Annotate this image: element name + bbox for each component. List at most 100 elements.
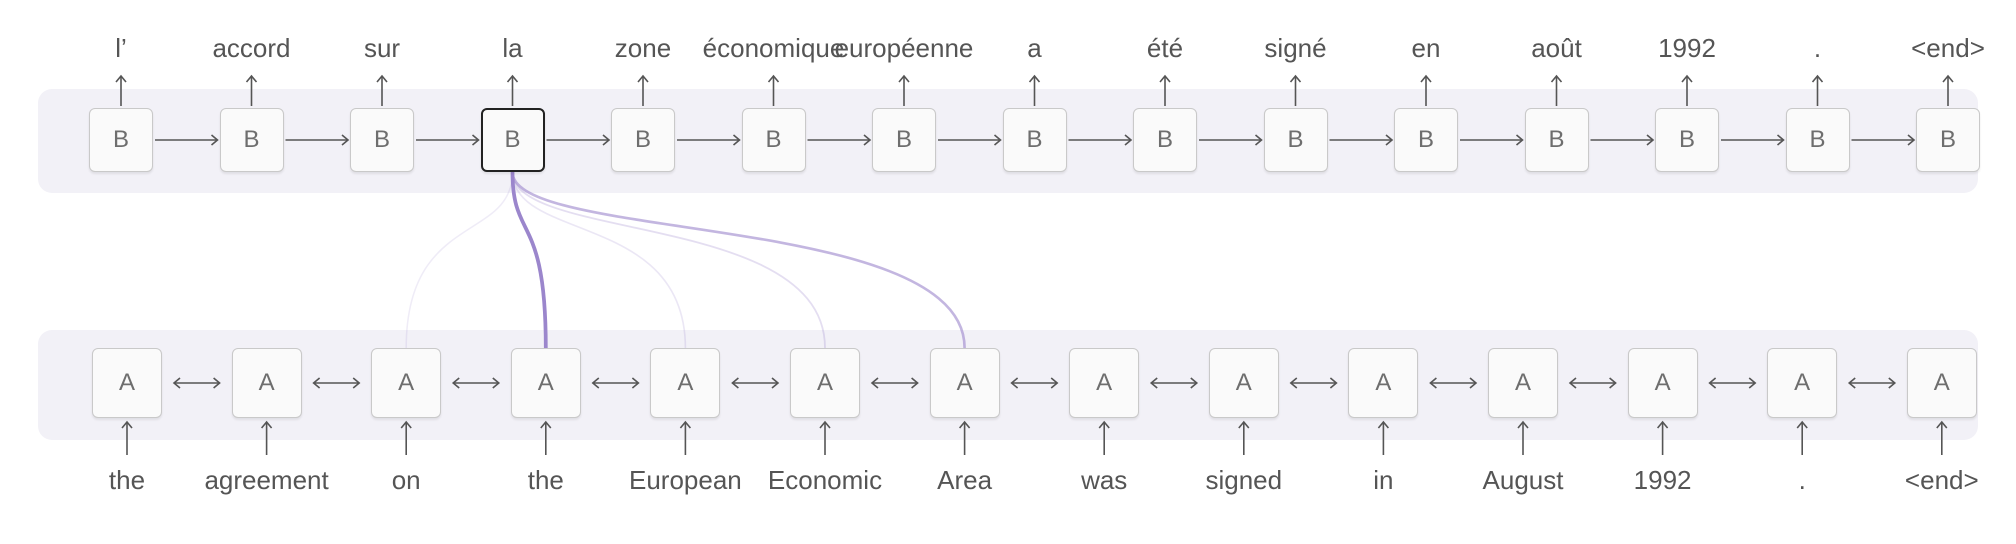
encoder-bidirectional-arrow-head	[731, 377, 739, 389]
encoder-bidirectional-arrow-head	[1469, 377, 1478, 389]
attention-curve	[510, 171, 548, 349]
decoder-cell[interactable]: B	[1524, 108, 1589, 172]
encoder-cell[interactable]: A	[1767, 348, 1838, 418]
encoder-bidirectional-arrow-head	[870, 377, 879, 389]
encoder-word: August	[1482, 465, 1564, 495]
decoder-recurrent-arrow-head	[471, 134, 480, 146]
encoder-bidirectional-arrow-head	[312, 377, 321, 389]
decoder-recurrent-arrow-head	[1646, 134, 1655, 146]
encoder-bidirectional-arrow-head	[1429, 377, 1437, 389]
decoder-word: a	[1027, 33, 1042, 63]
decoder-cell[interactable]: B	[1263, 108, 1328, 172]
encoder-input-arrow-head	[1656, 420, 1669, 429]
encoder-bidirectional-arrow-head	[771, 377, 780, 389]
decoder-output-arrow-head	[637, 74, 649, 83]
decoder-output-arrow-head	[1028, 74, 1041, 83]
decoder-recurrent-arrow-head	[1254, 134, 1263, 146]
encoder-word: Area	[937, 465, 993, 495]
decoder-output-arrow-head	[1289, 74, 1302, 83]
encoder-input-arrow-head	[1377, 420, 1390, 429]
decoder-word: accord	[212, 33, 291, 63]
encoder-word: the	[108, 465, 146, 495]
decoder-output-arrow-head	[506, 74, 519, 83]
encoder-cell[interactable]: A	[510, 348, 581, 418]
encoder-input-arrow-head	[1238, 420, 1250, 429]
encoder-bidirectional-arrow-head	[1190, 377, 1199, 389]
encoder-word: on	[391, 465, 421, 495]
encoder-bidirectional-arrow-head	[591, 377, 600, 389]
decoder-output-arrow-head	[115, 74, 127, 83]
decoder-output-arrow-head	[376, 74, 388, 83]
encoder-bidirectional-arrow-head	[1329, 377, 1338, 389]
decoder-cell[interactable]: B	[89, 108, 153, 172]
decoder-output-arrow-head	[1942, 74, 1954, 83]
encoder-bidirectional-arrow-head	[1609, 377, 1617, 389]
encoder-input-arrow-head	[400, 420, 412, 429]
decoder-recurrent-arrow-head	[1907, 134, 1916, 146]
encoder-bidirectional-arrow-head	[1289, 377, 1298, 389]
encoder-word: in	[1373, 465, 1394, 495]
decoder-output-arrow-head	[1550, 74, 1563, 83]
decoder-recurrent-arrow-head	[1776, 134, 1785, 146]
decoder-recurrent-arrow-head	[602, 134, 611, 146]
decoder-cell[interactable]: B	[611, 108, 675, 172]
encoder-input-arrow-head	[1517, 420, 1529, 429]
decoder-cell[interactable]: B	[1002, 108, 1067, 172]
decoder-word: .	[1813, 33, 1822, 63]
decoder-output-arrow-head	[898, 74, 910, 83]
attention-curve	[405, 171, 514, 349]
decoder-recurrent-arrow-head	[863, 134, 872, 146]
encoder-input-arrow-head	[819, 420, 831, 429]
encoder-cell[interactable]: A	[1208, 348, 1279, 418]
decoder-cell[interactable]: B	[1133, 108, 1197, 172]
encoder-cell[interactable]: A	[371, 348, 442, 418]
encoder-cell[interactable]: A	[790, 348, 860, 418]
encoder-cell[interactable]: A	[929, 348, 1000, 418]
decoder-cell[interactable]: B	[872, 108, 936, 172]
encoder-bidirectional-arrow-head	[1010, 377, 1019, 389]
decoder-output-arrow-head	[1681, 74, 1693, 83]
decoder-cell[interactable]: B	[1394, 108, 1458, 172]
attention-curve	[511, 171, 826, 349]
encoder-input-arrow-head	[679, 420, 692, 429]
encoder-word: .	[1798, 465, 1806, 495]
encoder-cell[interactable]: A	[1069, 348, 1140, 418]
decoder-word: sur	[363, 33, 401, 63]
encoder-word: <end>	[1904, 465, 1979, 495]
encoder-bidirectional-arrow-head	[631, 377, 640, 389]
encoder-bidirectional-arrow-head	[1708, 377, 1717, 389]
decoder-cell[interactable]: B	[1916, 108, 1980, 172]
encoder-cell[interactable]: A	[1627, 348, 1698, 418]
decoder-cell[interactable]: B	[741, 108, 806, 172]
decoder-word: août	[1531, 33, 1582, 63]
encoder-bidirectional-arrow-head	[213, 377, 221, 389]
encoder-bidirectional-arrow-head	[1888, 377, 1897, 389]
encoder-bidirectional-arrow-head	[1847, 377, 1856, 389]
encoder-cell[interactable]: A	[650, 348, 721, 418]
decoder-recurrent-arrow-head	[993, 134, 1002, 146]
decoder-word: en	[1411, 33, 1441, 63]
decoder-cell[interactable]: B	[480, 108, 545, 172]
encoder-cell[interactable]: A	[231, 348, 302, 418]
decoder-cell[interactable]: B	[1655, 108, 1719, 172]
encoder-cell[interactable]: A	[1348, 348, 1419, 418]
encoder-word: European	[629, 465, 742, 495]
encoder-bidirectional-arrow-head	[451, 377, 460, 389]
encoder-input-arrow-head	[958, 420, 971, 429]
encoder-word: Economic	[767, 465, 883, 495]
encoder-bidirectional-arrow-head	[352, 377, 361, 389]
encoder-cell[interactable]: A	[92, 348, 162, 418]
decoder-cell[interactable]: B	[219, 108, 284, 172]
decoder-recurrent-arrow-head	[341, 134, 350, 146]
encoder-bidirectional-arrow-head	[172, 377, 181, 389]
decoder-output-arrow-head	[245, 74, 258, 83]
encoder-cell[interactable]: A	[1488, 348, 1558, 418]
decoder-word: été	[1146, 33, 1184, 63]
decoder-output-arrow-head	[1159, 74, 1171, 83]
decoder-output-arrow-head	[1811, 74, 1824, 83]
decoder-cell[interactable]: B	[1785, 108, 1850, 172]
decoder-cell[interactable]: B	[350, 108, 414, 172]
encoder-cell[interactable]: A	[1906, 348, 1977, 418]
decoder-word: économique	[702, 33, 845, 63]
